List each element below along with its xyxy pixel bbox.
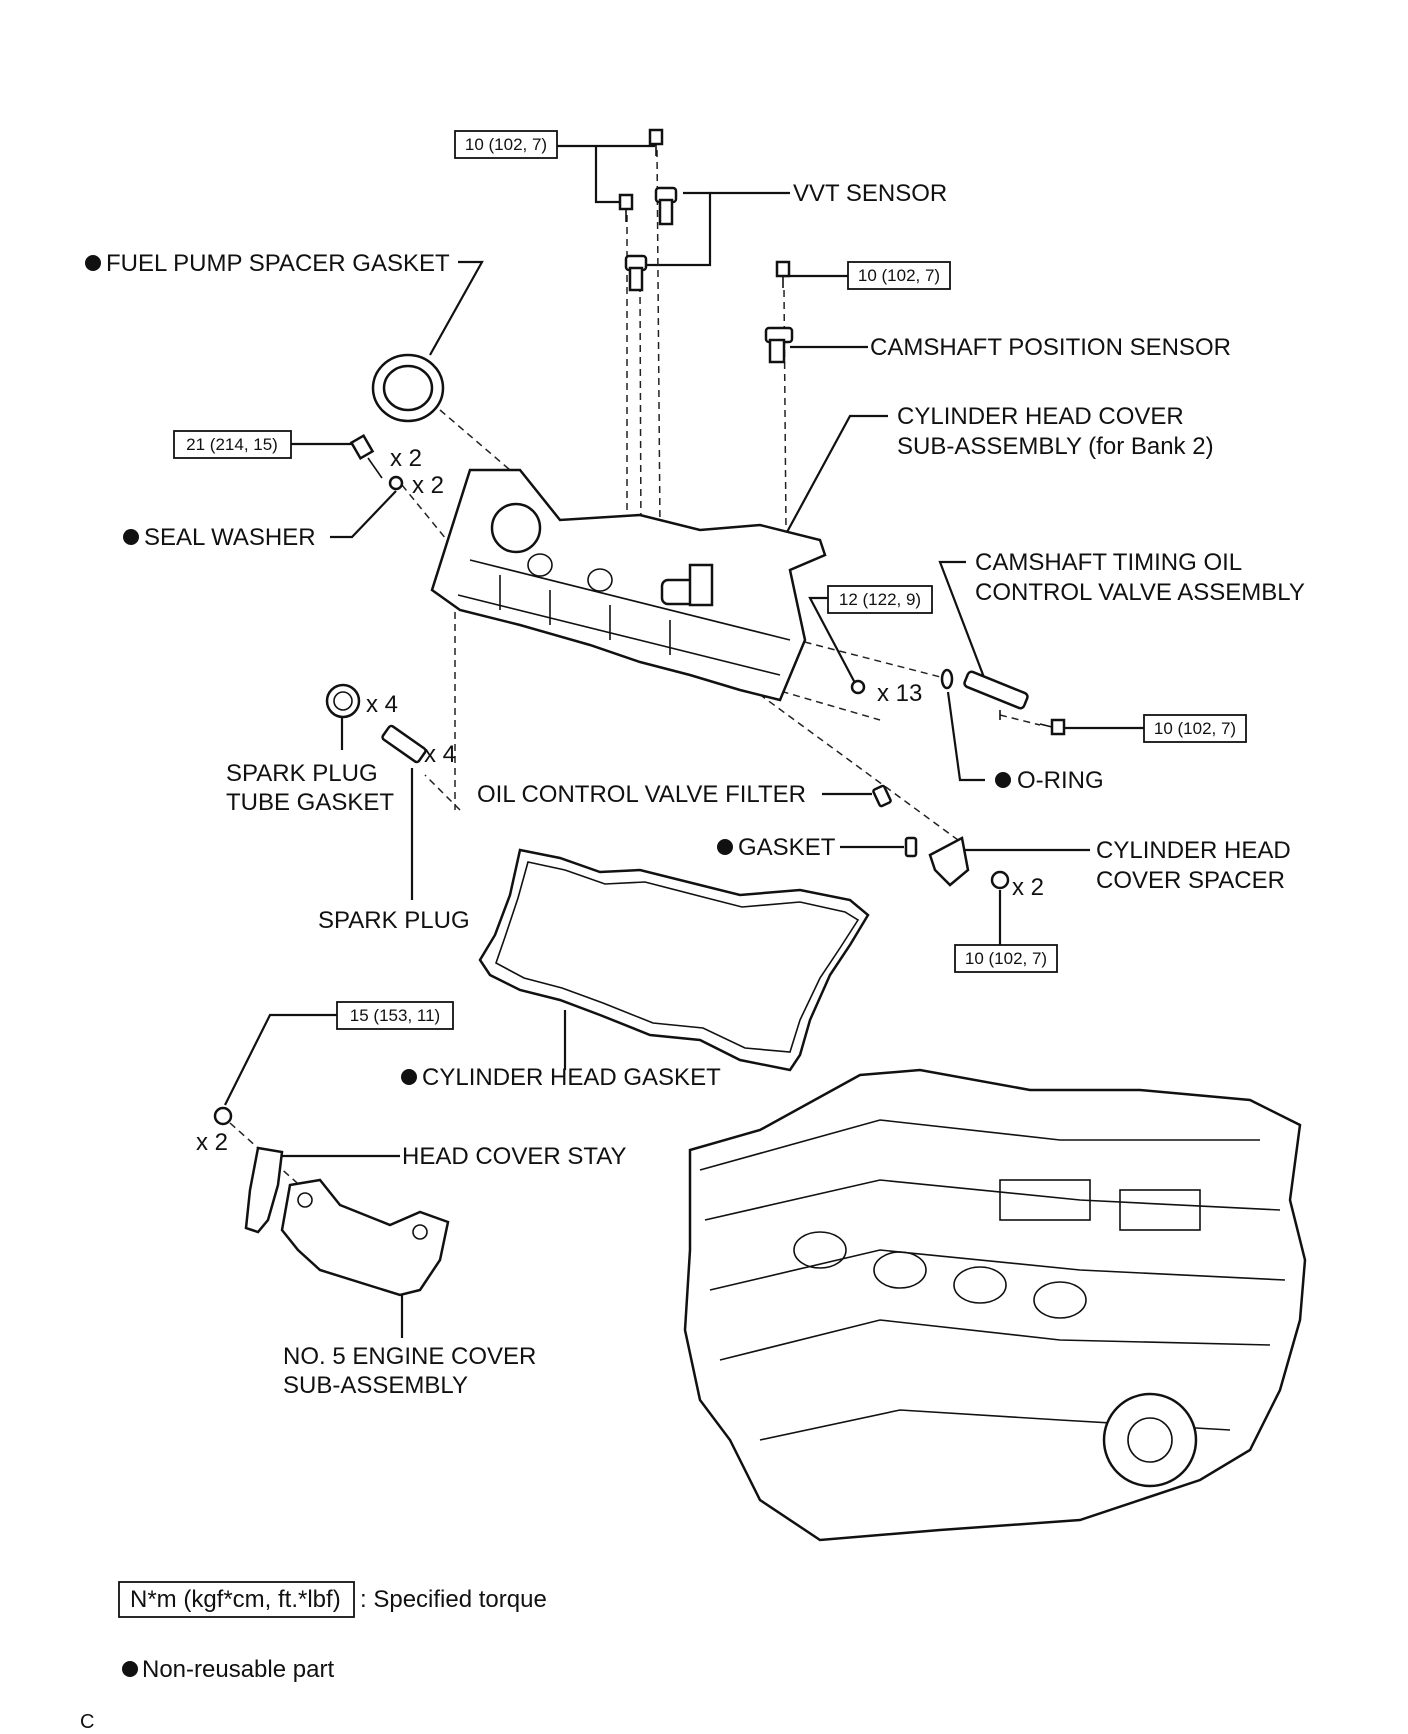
torque-stud-text: 21 (214, 15) (186, 435, 278, 454)
gasket-label: GASKET (738, 834, 836, 861)
qty-stud: x 2 (390, 445, 422, 472)
spark-plug-tube-gasket-label-line1: SPARK PLUG (226, 760, 378, 787)
cylinder-head-cover-spacer-icon (928, 836, 970, 887)
legend-non-reusable: Non-reusable part (142, 1656, 334, 1683)
qty-spark-plug: x 4 (424, 741, 456, 768)
torque-cover-bolts: 12 (122, 9) (827, 585, 933, 614)
gasket-icon (904, 836, 918, 858)
o-ring-label: O-RING (1017, 767, 1104, 794)
qty-spacer-bolts: x 2 (1012, 874, 1044, 901)
assembly-axis-lines (229, 149, 1041, 1191)
cylinder-head-gasket-icon (478, 848, 870, 1072)
oil-control-valve-filter-icon (872, 784, 892, 808)
spark-plug-tube-gasket-label-line2: TUBE GASKET (226, 789, 394, 816)
vvt-sensor-icon (624, 186, 678, 292)
cylinder-head-gasket-label: CYLINDER HEAD GASKET (422, 1064, 721, 1091)
qty-stay-bolt: x 2 (196, 1129, 228, 1156)
seal-washer-label: SEAL WASHER (144, 524, 316, 551)
torque-spacer-bolts: 10 (102, 7) (954, 944, 1058, 973)
no5-engine-cover-icon (280, 1178, 450, 1297)
legend-torque-desc: : Specified torque (360, 1586, 547, 1613)
cover-bolt-icon (850, 679, 866, 695)
torque-cover-bolts-text: 12 (122, 9) (839, 590, 921, 609)
qty-washer: x 2 (412, 472, 444, 499)
leader-lines (224, 135, 1144, 1338)
stay-bolt-icon (213, 1106, 233, 1126)
torque-cam-position-text: 10 (102, 7) (858, 266, 940, 285)
oil-control-valve-filter-label: OIL CONTROL VALVE FILTER (477, 781, 806, 808)
head-cover-stay-label: HEAD COVER STAY (402, 1143, 626, 1170)
fuel-pump-spacer-gasket-icon (371, 353, 445, 423)
stud-bolt-icon (349, 433, 383, 479)
cylinder-head-cover-icon (430, 468, 827, 702)
vvt-sensor-label: VVT SENSOR (793, 180, 947, 207)
non-reusable-icon (122, 1661, 138, 1677)
non-reusable-icon (85, 255, 101, 271)
torque-stay: 15 (153, 11) (336, 1001, 454, 1030)
camshaft-timing-label-line2: CONTROL VALVE ASSEMBLY (975, 579, 1305, 606)
cylinder-head-cover-label-line1: CYLINDER HEAD COVER (897, 403, 1184, 430)
o-ring-icon (940, 668, 954, 690)
torque-stay-text: 15 (153, 11) (350, 1006, 440, 1025)
torque-spacer-bolts-text: 10 (102, 7) (965, 949, 1047, 968)
cam-position-bolt-icon (775, 260, 791, 288)
torque-vvt-text: 10 (102, 7) (465, 135, 547, 154)
legend: N*m (kgf*cm, ft.*lbf) : Specified torque… (118, 1581, 547, 1683)
qty-tube-gasket: x 4 (366, 691, 398, 718)
non-reusable-icon (123, 529, 139, 545)
spacer-bolts-icon (990, 870, 1010, 890)
spark-plug-label: SPARK PLUG (318, 907, 470, 934)
non-reusable-marks (85, 255, 1011, 1677)
qty-cover-bolts: x 13 (877, 680, 922, 707)
torque-cam-position: 10 (102, 7) (847, 261, 951, 290)
fuel-pump-spacer-gasket-label: FUEL PUMP SPACER GASKET (106, 250, 450, 277)
ocv-bolt-icon (1039, 718, 1066, 736)
camshaft-position-sensor-label: CAMSHAFT POSITION SENSOR (870, 334, 1231, 361)
cylinder-head-cover-label-line2: SUB-ASSEMBLY (for Bank 2) (897, 433, 1214, 460)
cylinder-head-cover-spacer-label-line1: CYLINDER HEAD (1096, 837, 1291, 864)
no5-engine-cover-label-line1: NO. 5 ENGINE COVER (283, 1343, 536, 1370)
torque-vvt: 10 (102, 7) (454, 130, 558, 159)
cam-position-sensor-icon (764, 326, 794, 364)
seal-washer-icon (388, 475, 404, 491)
torque-ocv-text: 10 (102, 7) (1154, 719, 1236, 738)
non-reusable-icon (995, 772, 1011, 788)
torque-ocv: 10 (102, 7) (1143, 714, 1247, 743)
non-reusable-icon (401, 1069, 417, 1085)
spark-plug-icon (381, 724, 427, 764)
engine-block-icon (683, 1068, 1307, 1542)
cylinder-head-cover-spacer-label-line2: COVER SPACER (1096, 867, 1285, 894)
no5-engine-cover-label-line2: SUB-ASSEMBLY (283, 1372, 468, 1399)
non-reusable-icon (717, 839, 733, 855)
spark-plug-tube-gasket-icon (325, 683, 361, 719)
torque-stud: 21 (214, 15) (173, 430, 292, 459)
oil-control-valve-icon (963, 670, 1029, 720)
corner-mark: C (80, 1711, 94, 1733)
camshaft-timing-label-line1: CAMSHAFT TIMING OIL (975, 549, 1242, 576)
head-cover-stay-icon (244, 1146, 284, 1234)
legend-torque-key: N*m (kgf*cm, ft.*lbf) (130, 1586, 341, 1613)
vvt-bolts-icon (618, 128, 664, 222)
